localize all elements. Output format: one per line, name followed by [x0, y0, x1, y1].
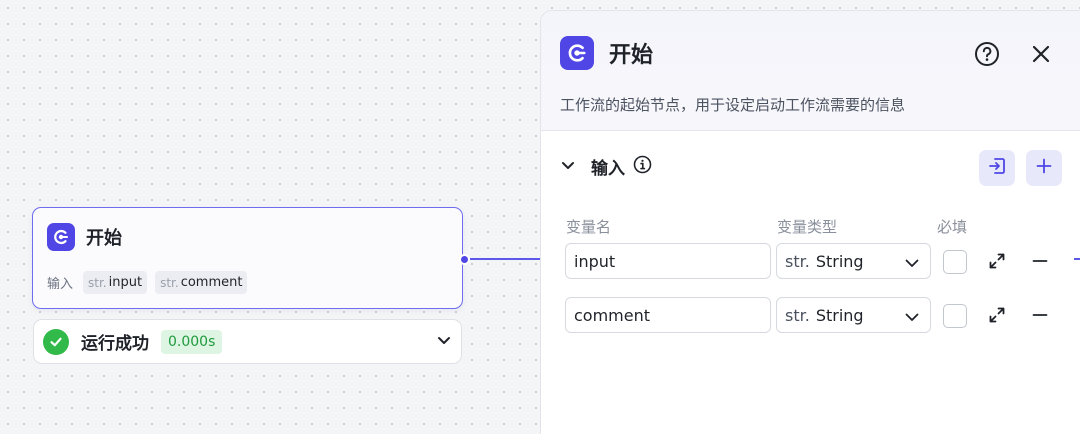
column-header-required: 必填 [937, 218, 968, 236]
panel-title: 开始 [609, 43, 654, 68]
panel-header: 开始 工作流的起始节点，用于设定启动工作流需要的信息 [541, 11, 1080, 131]
start-logo-icon [560, 36, 594, 70]
run-status-bar[interactable]: 运行成功 0.000s [33, 319, 462, 364]
node-output-port[interactable] [459, 254, 470, 265]
type-value: String [815, 251, 864, 271]
type-value: String [815, 305, 864, 325]
chevron-down-icon[interactable] [560, 157, 576, 177]
column-header-name: 变量名 [566, 218, 612, 236]
import-variable-button[interactable] [979, 150, 1015, 186]
required-checkbox[interactable] [943, 250, 967, 274]
required-checkbox[interactable] [943, 304, 967, 328]
run-status-text: 运行成功 [81, 334, 149, 354]
expand-icon[interactable] [988, 306, 1006, 324]
type-prefix: str. [785, 305, 810, 325]
node-inputs-label: 输入 [47, 277, 74, 292]
input-section-title: 输入 [591, 159, 625, 179]
variable-type-select[interactable]: str. String [776, 243, 931, 279]
var-type-prefix: str. [160, 275, 179, 290]
var-name: input [108, 275, 143, 290]
minus-icon[interactable] [1031, 306, 1049, 324]
column-header-type: 变量类型 [777, 218, 838, 236]
start-logo-icon [47, 223, 75, 251]
help-circle-icon[interactable] [974, 41, 1000, 67]
connection-edge [1074, 258, 1080, 260]
chevron-down-icon[interactable] [436, 332, 452, 352]
import-variable-icon [987, 156, 1007, 180]
start-node[interactable]: 开始 输入 str. input str. comment [32, 207, 463, 309]
chevron-down-icon [904, 255, 920, 275]
node-header: 开始 [47, 223, 122, 251]
minus-icon[interactable] [1031, 252, 1049, 270]
expand-icon[interactable] [988, 252, 1006, 270]
add-variable-button[interactable] [1026, 150, 1062, 186]
info-icon[interactable] [633, 155, 652, 178]
variable-row: str. String [541, 297, 1080, 333]
variable-row: str. String [541, 243, 1080, 279]
node-title: 开始 [86, 228, 122, 249]
variable-type-select[interactable]: str. String [776, 297, 931, 333]
check-circle-icon [43, 328, 69, 355]
panel-title-row: 开始 [560, 36, 653, 70]
node-var-tag: str. input [83, 271, 148, 294]
node-var-tag: str. comment [155, 271, 248, 294]
run-time-badge: 0.000s [161, 329, 223, 354]
chevron-down-icon [904, 309, 920, 329]
close-icon[interactable] [1030, 43, 1052, 65]
variable-name-input[interactable] [565, 243, 771, 279]
var-type-prefix: str. [88, 275, 107, 290]
var-name: comment [180, 275, 243, 290]
type-prefix: str. [785, 251, 810, 271]
connection-edge [470, 258, 542, 260]
panel-description: 工作流的起始节点，用于设定启动工作流需要的信息 [560, 96, 906, 114]
plus-icon [1035, 157, 1053, 179]
node-input-list: 输入 str. input str. comment [47, 271, 255, 294]
input-section-header[interactable]: 输入 [560, 154, 652, 179]
node-settings-panel: 开始 工作流的起始节点，用于设定启动工作流需要的信息 输入 变量名 变量类型 必… [540, 10, 1080, 434]
variable-name-input[interactable] [565, 297, 771, 333]
